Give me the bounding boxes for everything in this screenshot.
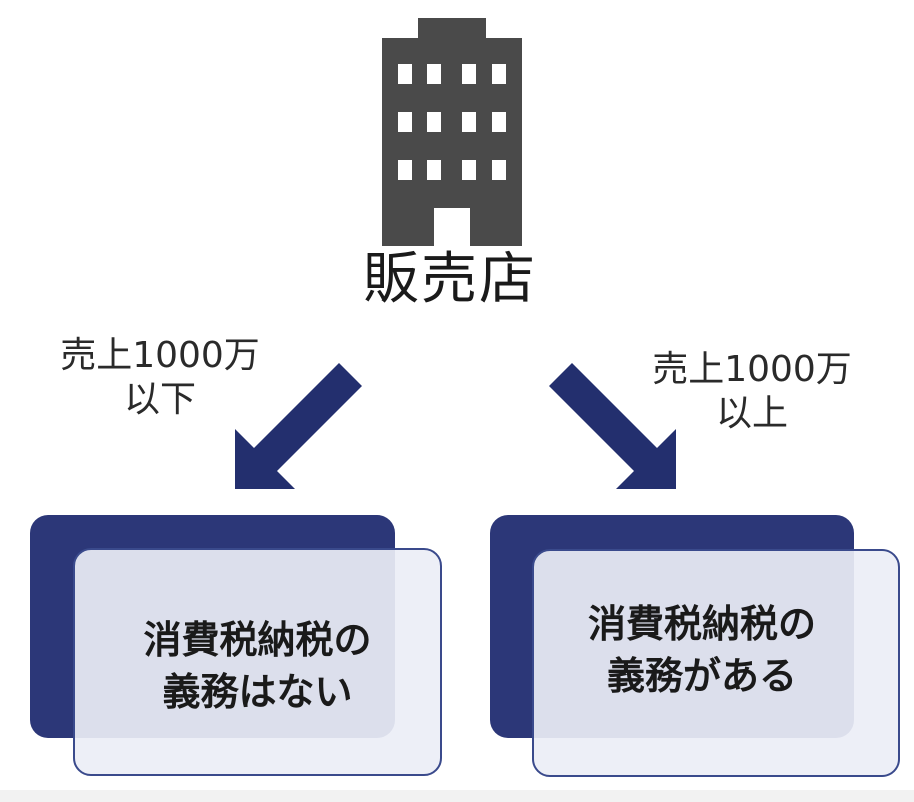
condition-right-line1: 売上1000万	[652, 349, 852, 390]
result-left-line2: 義務はない	[162, 670, 353, 714]
result-right-line1: 消費税納税の	[587, 602, 816, 646]
condition-label-left: 売上1000万 以下	[40, 334, 280, 422]
condition-right-line2: 以上	[715, 393, 788, 434]
result-text-right: 消費税納税の 義務がある	[532, 598, 872, 702]
arrow-down-right-icon	[549, 363, 676, 489]
result-text-left: 消費税納税の 義務はない	[73, 614, 442, 718]
condition-left-line2: 以下	[123, 379, 196, 420]
condition-label-right: 売上1000万 以上	[632, 348, 872, 436]
result-card-left	[73, 548, 442, 776]
result-left-line1: 消費税納税の	[143, 618, 372, 662]
bottom-strip	[0, 790, 914, 802]
result-card-right	[532, 549, 900, 777]
result-right-line2: 義務がある	[606, 654, 797, 698]
store-label: 販売店	[363, 247, 537, 312]
arrow-down-left-icon	[235, 363, 362, 489]
condition-left-line1: 売上1000万	[60, 335, 260, 376]
